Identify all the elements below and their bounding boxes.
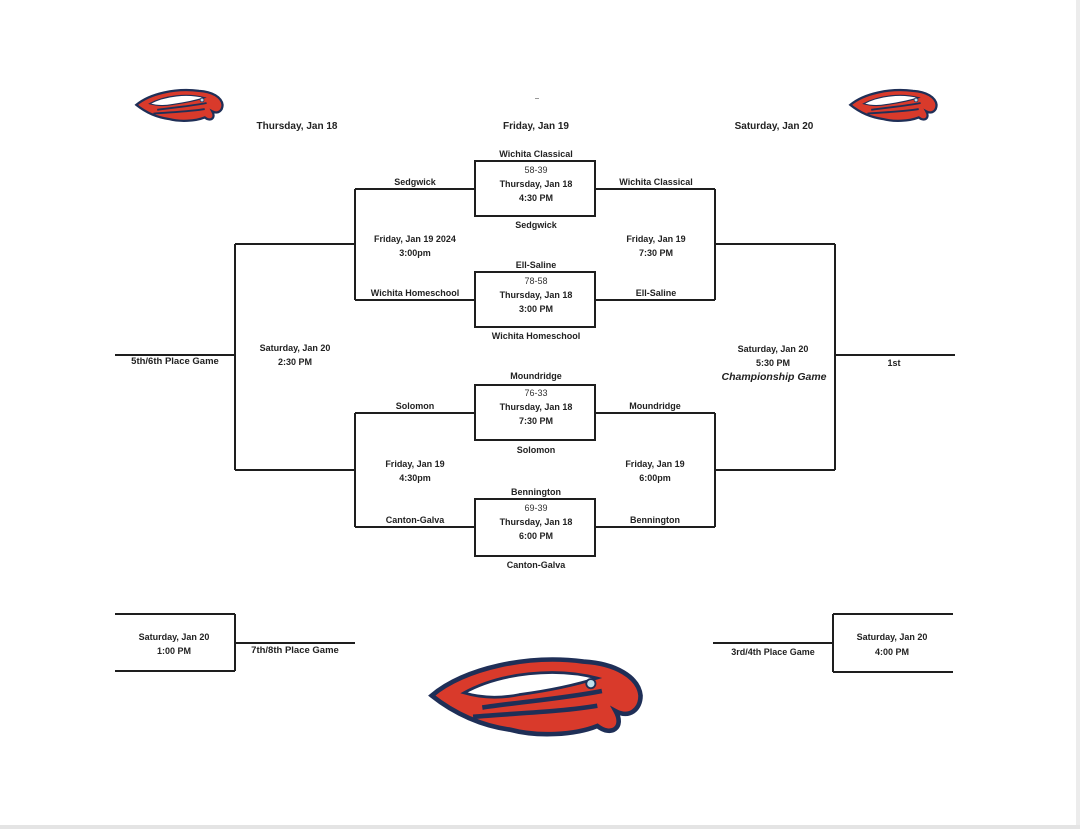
cons-semi-top-team-b: Wichita Homeschool (370, 288, 460, 298)
game2-top-team: Ell-Saline (515, 260, 557, 270)
cons-semi-top-date: Friday, Jan 19 2024 (374, 234, 456, 244)
champ-semi-bottom-time: 6:00pm (639, 473, 671, 483)
cons-semi-top-team-a: Sedgwick (394, 177, 436, 187)
game4-bottom-team: Canton-Galva (506, 560, 566, 570)
game3-bottom-team: Solomon (516, 445, 556, 455)
cons-semi-bottom-team-b: Canton-Galva (385, 515, 445, 525)
game2-score: 78-58 (524, 276, 548, 286)
championship-game-label: Championship Game (721, 371, 827, 383)
game1-top-team: Wichita Classical (499, 149, 573, 159)
final-date: Saturday, Jan 20 (737, 344, 809, 354)
game2-date: Thursday, Jan 18 (499, 290, 573, 300)
seventh-eighth-date: Saturday, Jan 20 (138, 632, 210, 642)
game3-score: 76-33 (524, 388, 548, 398)
eagle-head-mascot-icon (134, 88, 224, 122)
third-fourth-label: 3rd/4th Place Game (731, 647, 815, 657)
game1-time: 4:30 PM (518, 193, 554, 203)
champ-semi-top-time: 7:30 PM (638, 248, 674, 258)
header-thursday: Thursday, Jan 18 (256, 121, 338, 132)
cons-semi-bottom-team-a: Solomon (395, 401, 435, 411)
champ-semi-top-team-b: Ell-Saline (635, 288, 677, 298)
third-fourth-time: 4:00 PM (874, 647, 910, 657)
champ-semi-top-date: Friday, Jan 19 (626, 234, 686, 244)
game4-date: Thursday, Jan 18 (499, 517, 573, 527)
cons-semi-bottom-time: 4:30pm (399, 473, 431, 483)
game3-time: 7:30 PM (518, 416, 554, 426)
game3-top-team: Moundridge (510, 371, 562, 381)
stray-mark (535, 98, 539, 99)
game1-score: 58-39 (524, 165, 548, 175)
game1-date: Thursday, Jan 18 (499, 179, 573, 189)
game4-top-team: Bennington (511, 487, 561, 497)
header-friday: Friday, Jan 19 (503, 121, 569, 132)
seventh-eighth-time: 1:00 PM (156, 646, 192, 656)
game2-bottom-team: Wichita Homeschool (491, 331, 581, 341)
fifth-sixth-time: 2:30 PM (277, 357, 313, 367)
champ-semi-bottom-date: Friday, Jan 19 (625, 459, 685, 469)
champ-semi-top-team-a: Wichita Classical (619, 177, 693, 187)
cons-semi-top-time: 3:00pm (399, 248, 431, 258)
third-fourth-date: Saturday, Jan 20 (856, 632, 928, 642)
eagle-head-mascot-icon (428, 657, 643, 737)
seventh-eighth-label: 7th/8th Place Game (251, 645, 339, 656)
game4-score: 69-39 (524, 503, 548, 513)
eagle-head-mascot-icon (848, 88, 938, 122)
game4-time: 6:00 PM (518, 531, 554, 541)
page-edge-right (1076, 0, 1080, 829)
header-saturday: Saturday, Jan 20 (734, 121, 814, 132)
champ-semi-bottom-team-a: Moundridge (629, 401, 681, 411)
fifth-sixth-label: 5th/6th Place Game (131, 356, 219, 367)
first-place-label: 1st (887, 358, 901, 368)
game1-bottom-team: Sedgwick (515, 220, 557, 230)
final-time: 5:30 PM (755, 358, 791, 368)
game3-date: Thursday, Jan 18 (499, 402, 573, 412)
champ-semi-bottom-team-b: Bennington (630, 515, 680, 525)
page-edge-bottom (0, 825, 1080, 829)
cons-semi-bottom-date: Friday, Jan 19 (385, 459, 445, 469)
game2-time: 3:00 PM (518, 304, 554, 314)
fifth-sixth-date: Saturday, Jan 20 (259, 343, 331, 353)
